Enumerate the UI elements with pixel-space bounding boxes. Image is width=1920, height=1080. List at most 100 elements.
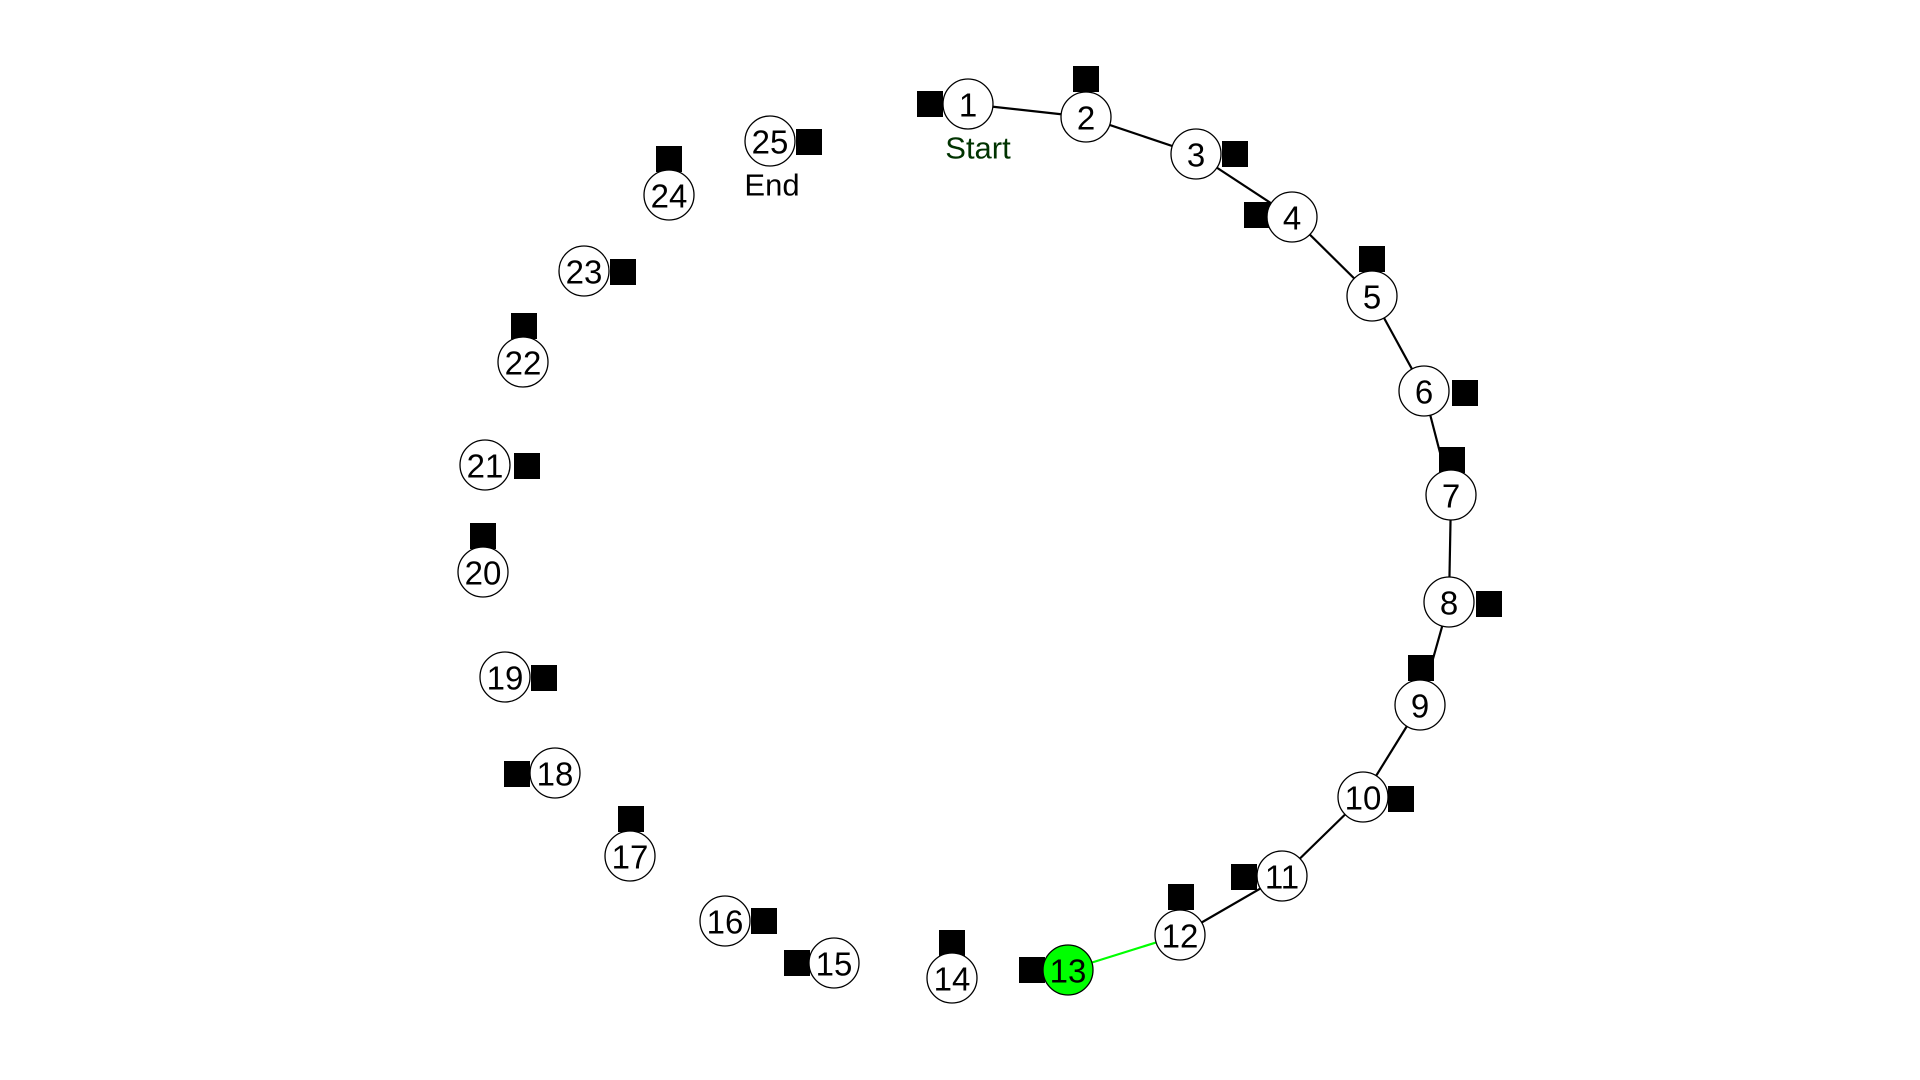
trail-node-15[interactable]: 15 [808,937,860,989]
node-circle[interactable] [558,245,610,297]
node-label: 9 [1411,688,1429,725]
node-label: 8 [1440,585,1458,622]
trail-node-6[interactable]: 6 [1398,365,1450,417]
node-label: 11 [1265,859,1299,896]
node-label: 17 [612,839,649,876]
node-circle[interactable] [744,115,796,167]
trail-node-21[interactable]: 21 [459,439,511,491]
trail-node-18[interactable]: 18 [529,747,581,799]
distractor-square [656,146,682,172]
end-label: End [744,168,799,203]
node-label: 25 [752,124,789,161]
node-circle[interactable] [457,546,509,598]
node-label: 19 [487,660,524,697]
trail-node-17[interactable]: 17 [604,830,656,882]
trail-node-9[interactable]: 9 [1394,679,1446,731]
distractor-square [618,806,644,832]
node-label: 14 [934,961,971,998]
node-label: 21 [467,448,504,485]
node-circle[interactable] [926,952,978,1004]
distractor-square [1019,957,1045,983]
distractor-square [751,908,777,934]
node-circle[interactable] [1337,771,1389,823]
node-label: 24 [651,178,688,215]
trail-node-14[interactable]: 14 [926,952,978,1004]
distractor-square [1073,66,1099,92]
trail-node-16[interactable]: 16 [699,895,751,947]
distractor-square [1222,141,1248,167]
node-circle[interactable] [1425,469,1477,521]
trail-node-23[interactable]: 23 [558,245,610,297]
node-circle[interactable] [1266,191,1318,243]
trail-node-7[interactable]: 7 [1425,469,1477,521]
distractor-square [1452,380,1478,406]
distractor-square [1439,447,1465,473]
distractor-square [514,453,540,479]
node-circle[interactable] [808,937,860,989]
distractor-square [511,313,537,339]
trail-node-19[interactable]: 19 [479,651,531,703]
distractor-square [610,259,636,285]
trail-node-8[interactable]: 8 [1423,576,1475,628]
trail-node-22[interactable]: 22 [497,336,549,388]
start-label: Start [945,131,1011,166]
distractor-square [504,761,530,787]
node-label: 22 [505,345,542,382]
trail-node-20[interactable]: 20 [457,546,509,598]
trail-node-10[interactable]: 10 [1337,771,1389,823]
node-label: 13 [1050,953,1087,990]
trail-node-4[interactable]: 4 [1266,191,1318,243]
node-circle[interactable] [1346,270,1398,322]
trail-node-13[interactable]: 13 [1042,944,1094,996]
node-circle[interactable] [699,895,751,947]
node-label: 4 [1283,200,1301,237]
distractor-square [1231,864,1257,890]
node-label: 2 [1077,100,1095,137]
node-label: 12 [1162,918,1199,955]
trail-node-11[interactable]: 11 [1256,850,1308,902]
node-circle[interactable] [604,830,656,882]
node-circle[interactable] [529,747,581,799]
node-label: 7 [1442,478,1460,515]
node-label: 16 [707,904,744,941]
node-label: 6 [1415,374,1433,411]
node-circle[interactable] [643,169,695,221]
distractor-square [917,91,943,117]
node-label: 3 [1187,137,1205,174]
node-circle[interactable] [1170,128,1222,180]
trail-node-12[interactable]: 12 [1154,909,1206,961]
node-label: 18 [537,756,574,793]
trail-node-5[interactable]: 5 [1346,270,1398,322]
node-circle[interactable] [1042,944,1094,996]
distractor-square [1359,246,1385,272]
node-label: 5 [1363,279,1381,316]
node-circle[interactable] [479,651,531,703]
trail-node-2[interactable]: 2 [1060,91,1112,143]
trail-node-25[interactable]: 25 [744,115,796,167]
node-label: 23 [566,254,603,291]
distractor-square [796,129,822,155]
distractor-square [1408,655,1434,681]
node-circle[interactable] [497,336,549,388]
distractor-square [470,523,496,549]
node-circle[interactable] [1398,365,1450,417]
distractor-square [939,930,965,956]
trail-node-3[interactable]: 3 [1170,128,1222,180]
distractor-square [1476,591,1502,617]
connection-lines [967,102,1453,972]
node-circle[interactable] [1060,91,1112,143]
node-circle[interactable] [1394,679,1446,731]
node-circle[interactable] [1423,576,1475,628]
trail-node-24[interactable]: 24 [643,169,695,221]
node-circle[interactable] [942,78,994,130]
node-circle[interactable] [459,439,511,491]
node-label: 20 [465,555,502,592]
node-circle[interactable] [1154,909,1206,961]
distractor-square [1244,202,1270,228]
trail-node-1[interactable]: 1 [942,78,994,130]
node-circle[interactable] [1256,850,1308,902]
distractor-square [1388,786,1414,812]
distractor-square [1168,884,1194,910]
